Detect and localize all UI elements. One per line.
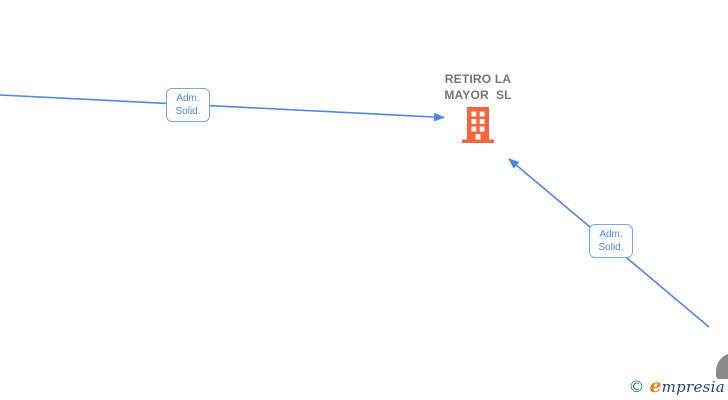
company-name: RETIRO LA MAYOR SL bbox=[432, 71, 524, 103]
edge-label-text: Adm. bbox=[599, 229, 623, 240]
edge-label-text: Solid. bbox=[598, 242, 624, 253]
brand-text: mpresia bbox=[661, 378, 725, 396]
empresia-watermark: © e mpresia bbox=[628, 375, 725, 397]
brand-initial: e bbox=[649, 375, 662, 397]
building-icon bbox=[462, 107, 494, 143]
edge-line-admin-1 bbox=[0, 94, 446, 122]
person-silhouette-partial bbox=[716, 353, 728, 379]
edge-label-box-1: Adm. Solid. bbox=[166, 88, 210, 122]
edge-label-text: Solid. bbox=[175, 106, 201, 117]
company-node[interactable]: RETIRO LA MAYOR SL bbox=[432, 71, 524, 143]
company-name-line1: RETIRO LA bbox=[444, 72, 512, 86]
company-name-line2: MAYOR SL bbox=[444, 88, 512, 102]
edge-label-box-2: Adm. Solid. bbox=[589, 224, 633, 258]
edge-label-text: Adm. bbox=[176, 93, 200, 104]
copyright-icon: © bbox=[628, 377, 645, 396]
